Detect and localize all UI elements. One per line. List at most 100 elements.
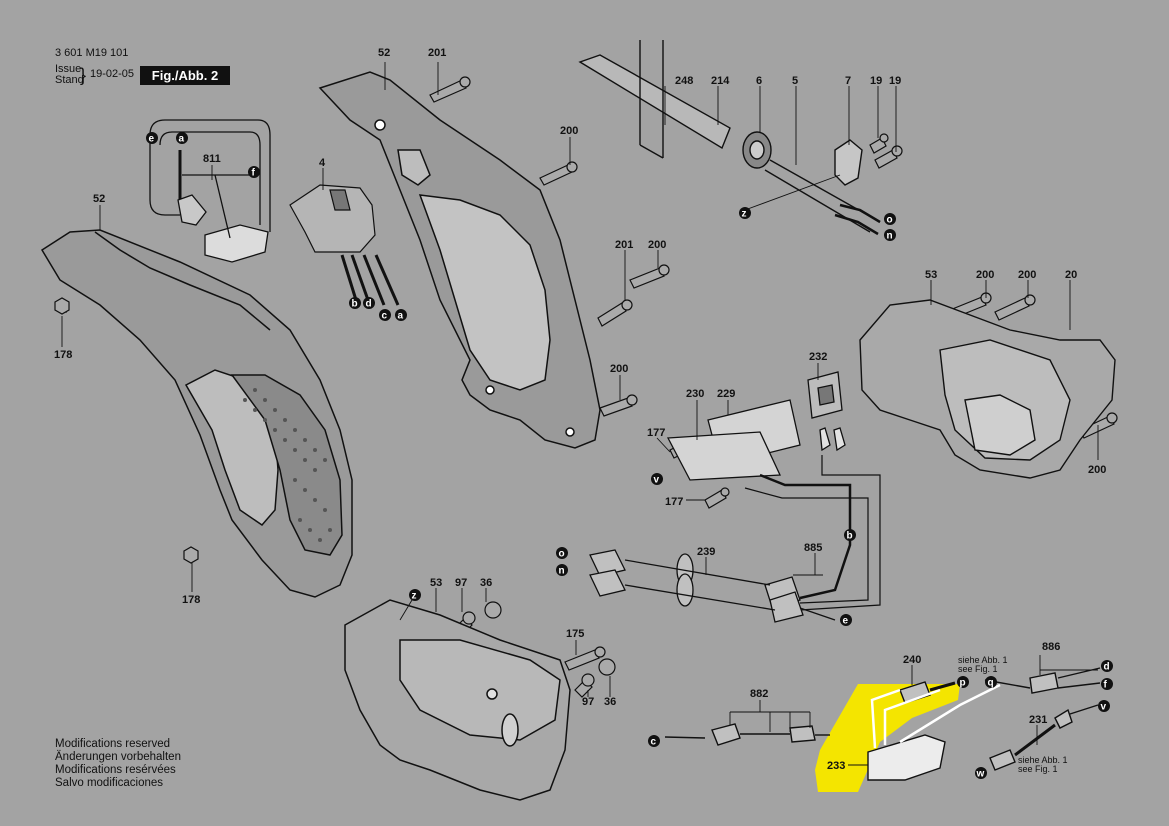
label-36-a: 36 [480, 577, 492, 589]
marker-z-top: z [742, 209, 747, 220]
label-36-b: 36 [604, 696, 616, 708]
gear-housing [859, 299, 1116, 479]
label-201-top: 201 [428, 47, 446, 59]
label-200-d: 200 [1018, 269, 1036, 281]
screws [429, 76, 1118, 698]
label-177-b: 177 [665, 496, 683, 508]
ref-siehe-1: siehe Abb. 1 [958, 655, 1008, 665]
handle-housing-left [40, 229, 353, 598]
label-201-b: 201 [615, 239, 633, 251]
marker-d-bottom: d [1104, 662, 1110, 673]
marker-a-switch: a [398, 311, 404, 322]
note-en: Modifications reserved [55, 738, 171, 750]
marker-n-mid: n [559, 566, 565, 577]
label-20: 20 [1065, 269, 1077, 281]
label-239: 239 [697, 546, 715, 558]
board-wiring [744, 455, 881, 611]
label-200-f: 200 [1088, 464, 1106, 476]
nuts [54, 297, 199, 564]
switch-part [289, 184, 376, 253]
marker-v-bottom: v [1101, 702, 1107, 713]
figure-label: Fig./Abb. 2 [140, 66, 230, 85]
note-de: Änderungen vorbehalten [55, 751, 181, 763]
cable-wires [834, 203, 881, 236]
marker-c-switch: c [382, 311, 388, 322]
part-labels: 52 201 248 214 6 5 7 19 19 200 811 4 52 … [54, 47, 1106, 772]
label-97-b: 97 [582, 696, 594, 708]
marker-q: q [988, 678, 994, 689]
label-6: 6 [756, 75, 762, 87]
shaft-assembly [578, 40, 881, 233]
brace-glyph: } [80, 65, 87, 85]
label-200-e: 200 [610, 363, 628, 375]
marker-e-top: e [149, 134, 155, 145]
note-es: Salvo modificaciones [55, 777, 164, 789]
connector-assembly [589, 549, 836, 623]
label-177-a: 177 [647, 427, 665, 439]
label-882: 882 [750, 688, 768, 700]
label-248: 248 [675, 75, 693, 87]
label-53-bottom: 53 [430, 577, 442, 589]
switch-232 [807, 371, 843, 419]
label-178-a: 178 [54, 349, 72, 361]
label-886: 886 [1042, 641, 1060, 653]
label-178-b: 178 [182, 594, 200, 606]
handle-housing-right [318, 71, 601, 449]
stand-label: Stand [55, 74, 84, 86]
marker-w: w [976, 769, 985, 780]
label-175: 175 [566, 628, 584, 640]
label-240: 240 [903, 654, 921, 666]
marker-o-top: o [887, 215, 893, 226]
marker-f-bottom: f [1104, 680, 1108, 691]
marker-b-mid: b [847, 531, 853, 542]
label-4: 4 [319, 157, 326, 169]
marker-p: p [960, 678, 966, 689]
note-fr: Modifications resérvées [55, 764, 176, 776]
marker-f-top: f [252, 168, 256, 179]
marker-v: v [654, 475, 660, 486]
drawing-number: 3 601 M19 101 [55, 47, 129, 59]
gear-housing-bottom [344, 599, 571, 801]
ref-see-1: see Fig. 1 [958, 664, 998, 674]
label-200-a: 200 [560, 125, 578, 137]
electronics-boards [666, 399, 846, 481]
marker-d-switch: d [366, 299, 372, 310]
cross-references: siehe Abb. 1 see Fig. 1 siehe Abb. 1 see… [958, 655, 1068, 774]
issue-label: Issue [55, 63, 82, 75]
label-230: 230 [686, 388, 704, 400]
marker-c-bottom: c [651, 737, 657, 748]
capacitor-part [149, 119, 271, 263]
label-231: 231 [1029, 714, 1047, 726]
label-214: 214 [711, 75, 730, 87]
label-811: 811 [203, 153, 221, 165]
label-52-top: 52 [378, 47, 390, 59]
label-885: 885 [804, 542, 822, 554]
label-232: 232 [809, 351, 827, 363]
marker-a-top: a [179, 134, 185, 145]
label-53-right: 53 [925, 269, 937, 281]
marker-z-bottom: z [412, 591, 417, 602]
marker-o-mid: o [559, 549, 565, 560]
part-233 [867, 683, 1001, 781]
label-19-b: 19 [889, 75, 901, 87]
issue-stand-label: Issue Stand [55, 64, 84, 86]
label-200-c: 200 [976, 269, 994, 281]
ref-siehe-2: siehe Abb. 1 [1018, 755, 1068, 765]
label-5: 5 [792, 75, 798, 87]
marker-b-switch: b [352, 299, 358, 310]
marker-n-top: n [887, 231, 893, 242]
label-233: 233 [827, 760, 845, 772]
grip-dots [243, 388, 332, 542]
label-229: 229 [717, 388, 735, 400]
leader-lines [61, 62, 1099, 766]
label-7: 7 [845, 75, 851, 87]
marker-e-mid: e [843, 616, 849, 627]
issue-date: 19-02-05 [90, 68, 135, 80]
label-52-left: 52 [93, 193, 105, 205]
ref-see-2: see Fig. 1 [1018, 764, 1058, 774]
label-19-a: 19 [870, 75, 882, 87]
modification-notes: Modifications reserved Änderungen vorbeh… [55, 738, 181, 790]
connection-markers: e a f b d c a z o n v b o n e z p q d f … [146, 132, 1113, 780]
label-97-a: 97 [455, 577, 467, 589]
